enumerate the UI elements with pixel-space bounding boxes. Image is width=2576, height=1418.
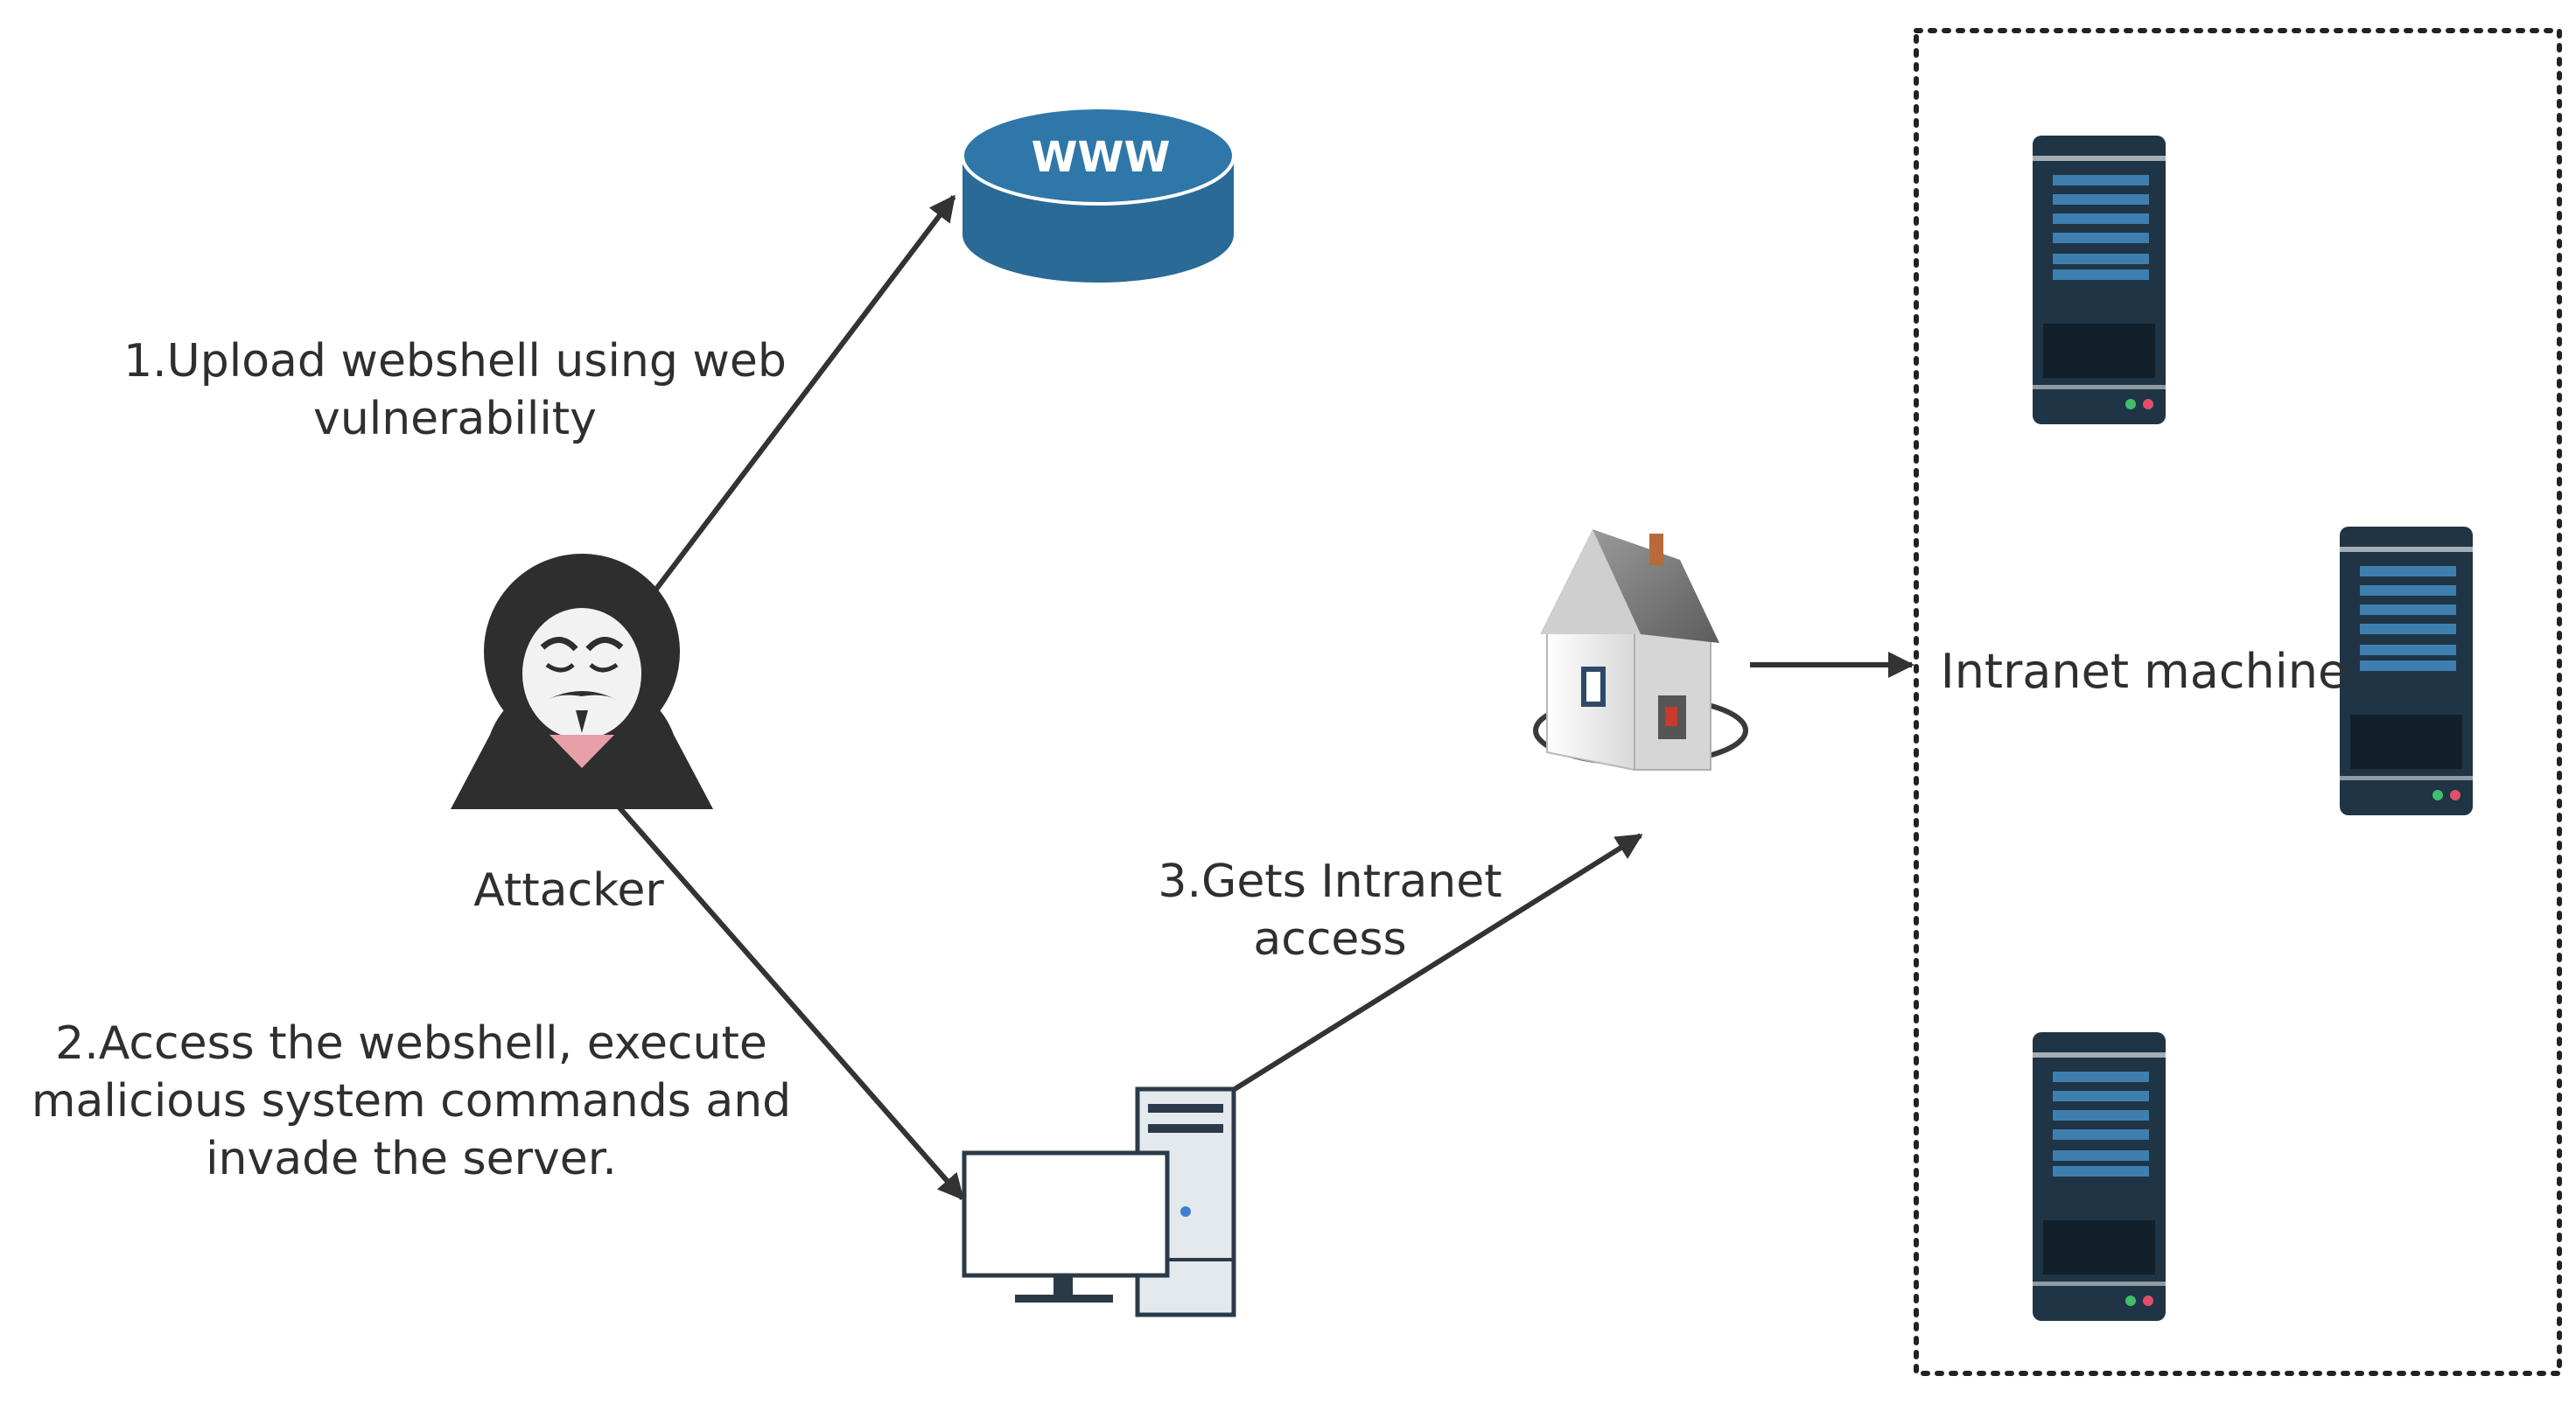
- step3-label: 3.Gets Intranet access: [1158, 856, 1502, 966]
- arrow-gets-access: [1219, 833, 1643, 1100]
- intranet-machine-label: Intranet machine: [1940, 644, 2348, 699]
- house-icon: [1533, 529, 1748, 772]
- arrow-upload: [649, 194, 956, 597]
- server-rack-icon-middle: [2340, 527, 2473, 815]
- hacker-icon: [451, 554, 713, 809]
- www-label: WWW: [1032, 133, 1171, 182]
- arrow-access: [614, 803, 965, 1201]
- server-rack-icon-bottom: [2033, 1032, 2166, 1321]
- www-database-icon: WWW: [961, 106, 1236, 283]
- desktop-computer-icon: [962, 1086, 1236, 1317]
- step1-label: 1.Upload webshell using web vulnerabilit…: [123, 335, 787, 445]
- step2-label: 2.Access the webshell, execute malicious…: [31, 1017, 792, 1185]
- intranet-boundary: [1914, 28, 2562, 1376]
- attacker-label: Attacker: [473, 864, 664, 917]
- server-rack-icon-top: [2033, 136, 2166, 424]
